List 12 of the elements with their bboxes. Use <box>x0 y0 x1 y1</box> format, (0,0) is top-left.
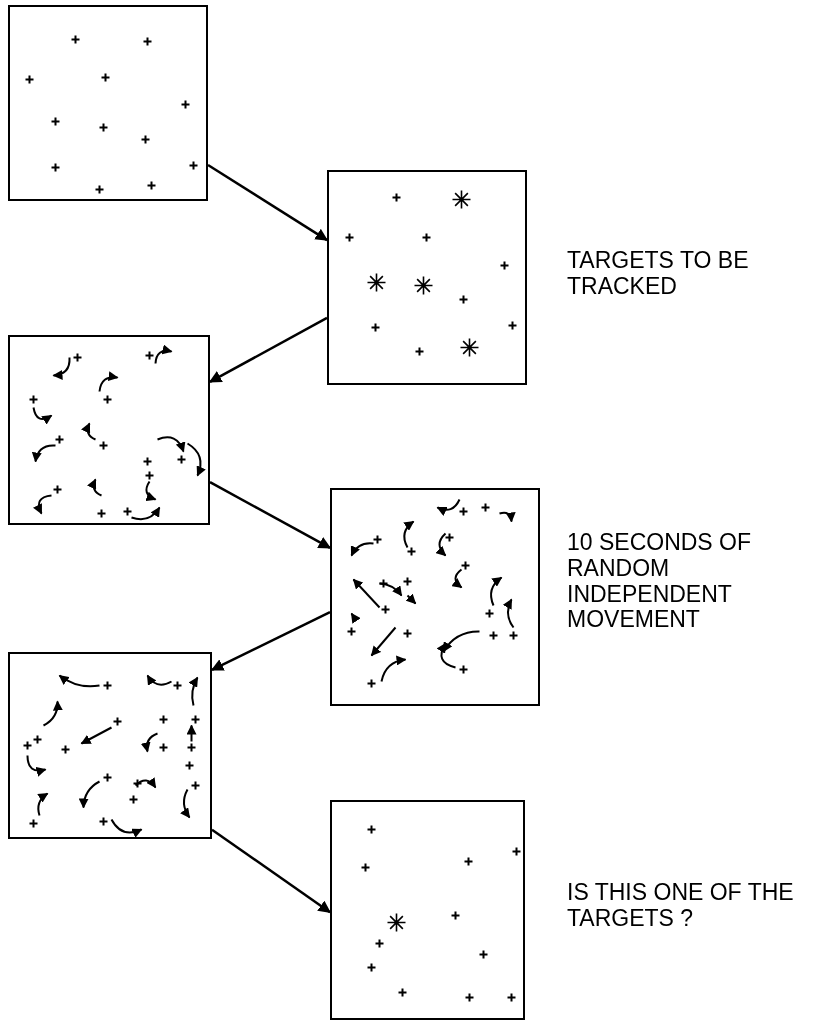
stimulus-panel <box>8 5 208 201</box>
stimulus-panel <box>8 335 210 525</box>
arrow <box>209 480 332 550</box>
panel-caption: 10 SECONDS OF RANDOM INDEPENDENT MOVEMENT <box>567 530 753 633</box>
panel-caption: TARGETS TO BE TRACKED <box>567 248 750 300</box>
arrow <box>211 828 331 914</box>
panel-caption: IS THIS ONE OF THE TARGETS ? <box>567 880 795 932</box>
stimulus-panel <box>330 488 540 706</box>
stimulus-panel <box>8 652 212 839</box>
stimulus-panel <box>327 170 527 385</box>
stimulus-panel <box>330 800 525 1020</box>
arrow <box>207 163 329 242</box>
